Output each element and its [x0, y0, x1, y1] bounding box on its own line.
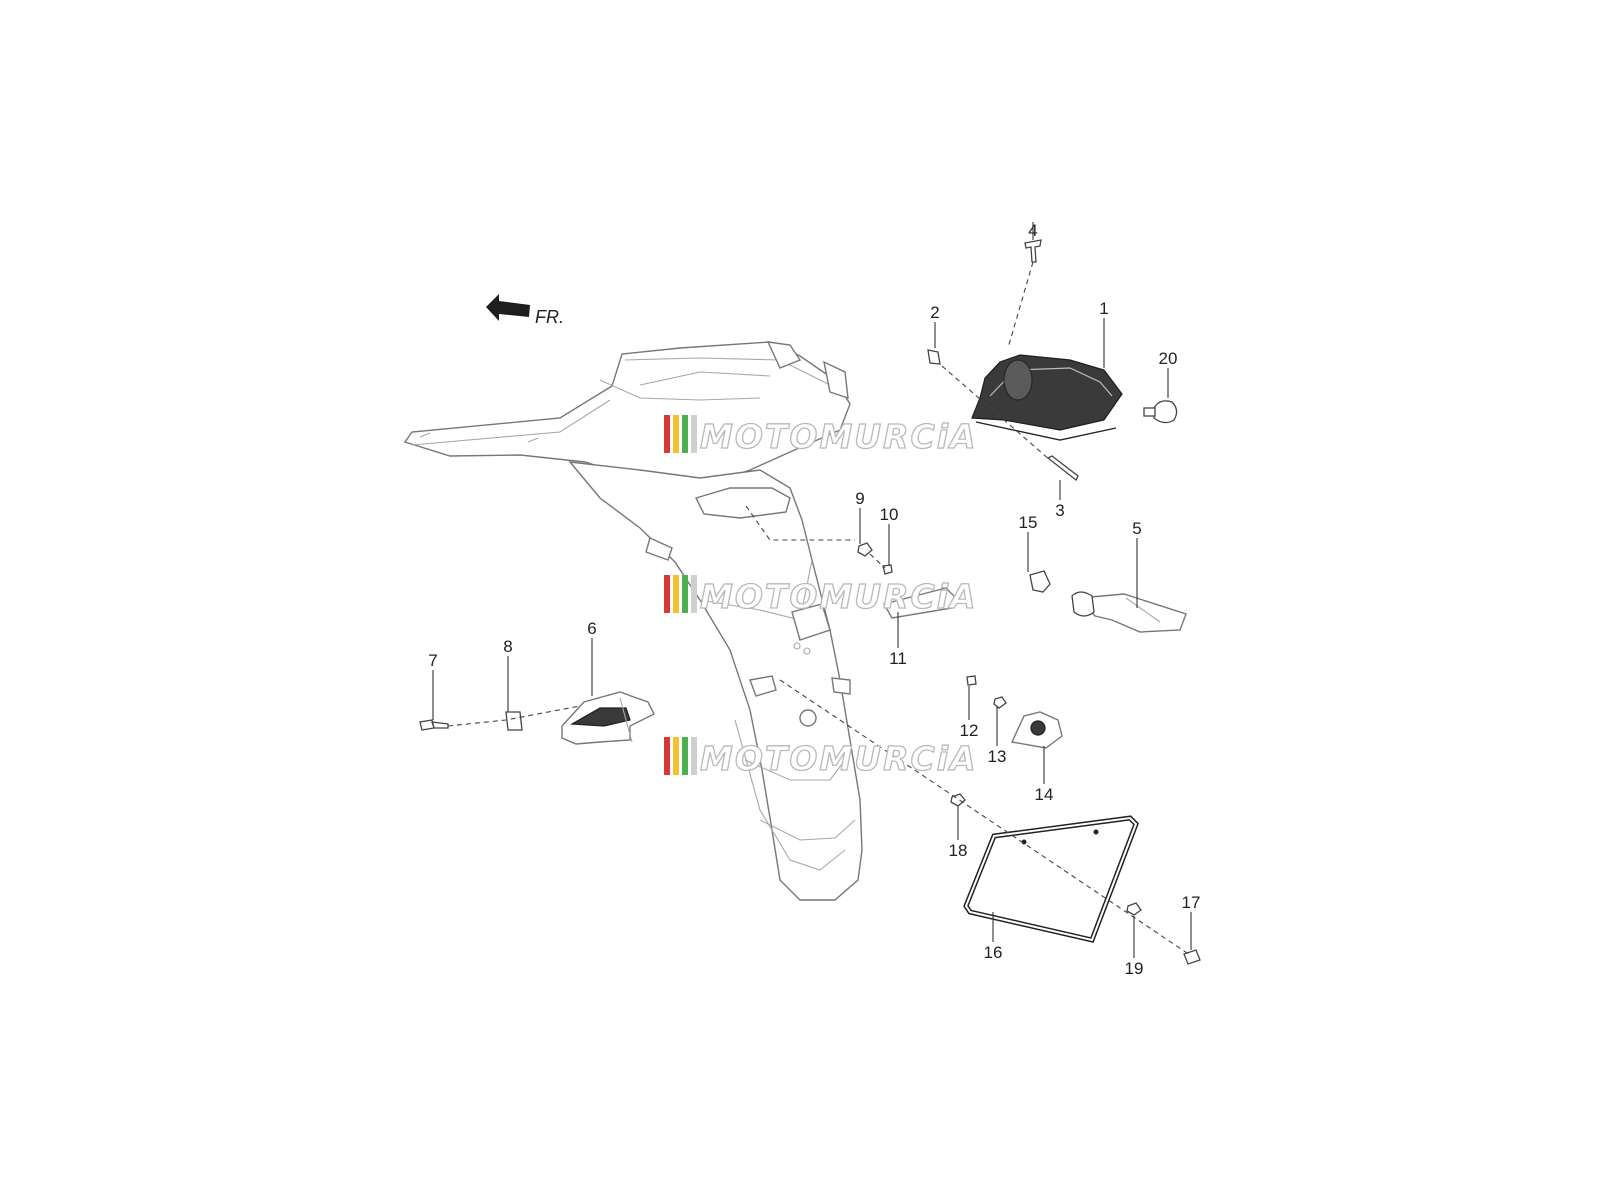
callout-2: 2 [930, 303, 939, 322]
callout-15: 15 [1019, 513, 1038, 532]
callout-16: 16 [984, 943, 1003, 962]
callout-10: 10 [880, 505, 899, 524]
reflector-part [882, 587, 957, 619]
front-direction-label: FR. [535, 307, 564, 327]
callout-18: 18 [949, 841, 968, 860]
clip-nut-15-part [1029, 570, 1051, 593]
callout-17: 17 [1182, 893, 1201, 912]
callout-6: 6 [587, 619, 596, 638]
watermark-label: MOTOMURCiA [700, 739, 978, 778]
callout-3: 3 [1055, 501, 1064, 520]
callout-20: 20 [1159, 349, 1178, 368]
turn-signal-left-part [561, 691, 655, 745]
front-direction-indicator: FR. [486, 294, 564, 327]
assembly-lines [447, 261, 1191, 956]
rear-fender-assembly [403, 341, 863, 901]
callout-13: 13 [988, 747, 1007, 766]
bulb-part [1143, 400, 1178, 424]
screw-3-part [1046, 455, 1079, 482]
tail-light-part [971, 354, 1123, 441]
nut-13-part [993, 696, 1007, 709]
watermark-top: MOTOMURCiA [664, 415, 978, 457]
callout-leaders [432, 222, 1192, 958]
callout-4: 4 [1028, 221, 1037, 240]
screw-4-part [1024, 239, 1042, 263]
callout-8: 8 [503, 637, 512, 656]
callout-11: 11 [889, 649, 907, 668]
watermark-label: MOTOMURCiA [700, 417, 978, 456]
watermark-label: MOTOMURCiA [700, 577, 978, 616]
bolt-17-part [1183, 949, 1201, 965]
turn-signal-right-part [1071, 591, 1187, 633]
callout-9: 9 [855, 489, 864, 508]
bolt-7-part [419, 719, 449, 731]
front-arrow-icon [486, 294, 530, 321]
nut-19-part [1126, 902, 1142, 916]
callout-labels: 1 2 3 4 5 6 7 8 9 10 11 12 13 14 15 16 1… [428, 221, 1200, 978]
callout-19: 19 [1125, 959, 1144, 978]
callout-12: 12 [960, 721, 979, 740]
washer-10-part [882, 564, 893, 575]
watermark-bottom: MOTOMURCiA [664, 737, 978, 779]
license-plate-holder-part [963, 815, 1139, 943]
clip-nut-8-part [505, 711, 523, 731]
callout-7: 7 [428, 651, 437, 670]
screw-12-part [966, 675, 977, 686]
callout-5: 5 [1132, 519, 1141, 538]
clip-nut-2-part [927, 349, 941, 365]
callout-1: 1 [1099, 299, 1108, 318]
callout-14: 14 [1035, 785, 1054, 804]
nut-9-part [857, 542, 873, 557]
license-plate-light-part [1010, 711, 1063, 749]
watermark-middle: MOTOMURCiA [664, 575, 978, 617]
